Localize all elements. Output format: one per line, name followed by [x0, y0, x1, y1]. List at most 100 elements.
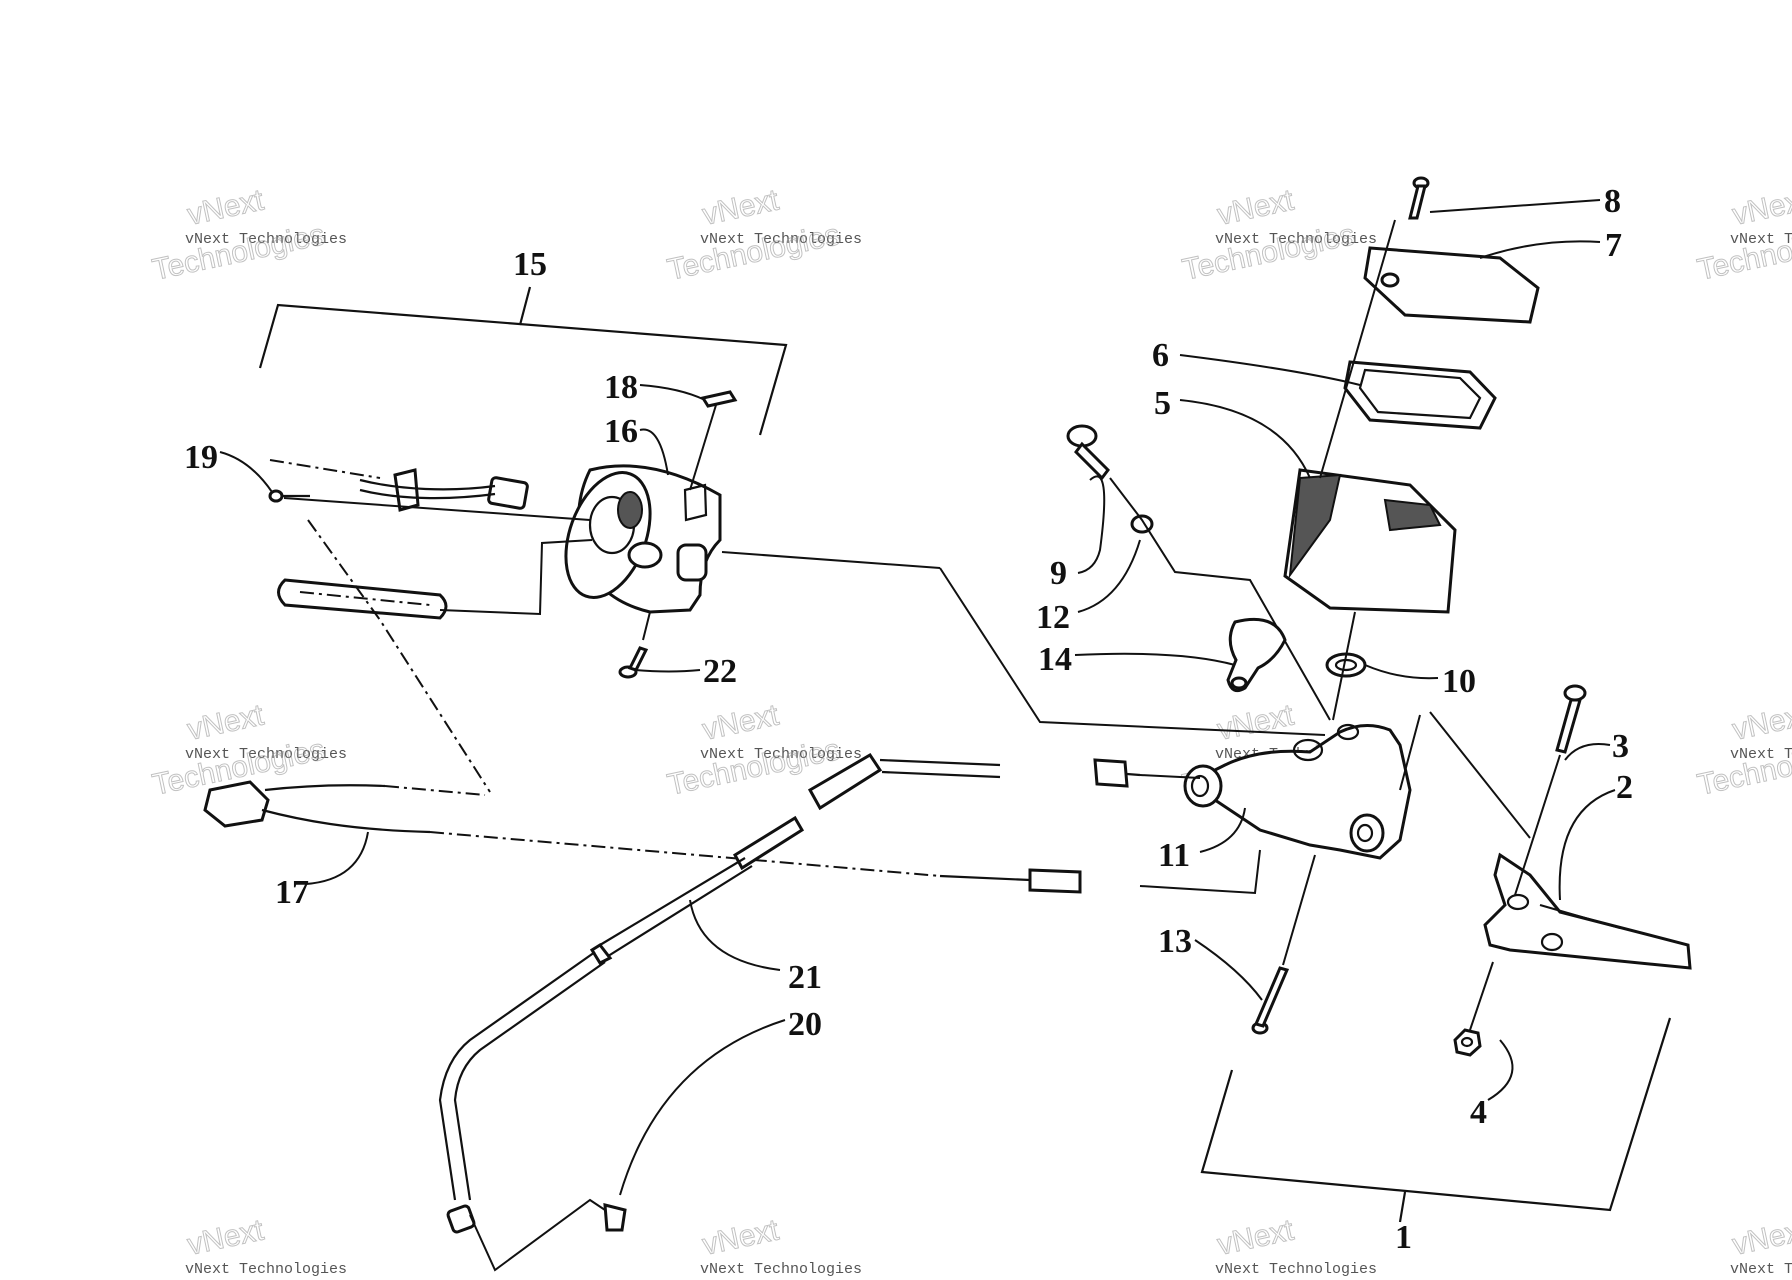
watermark-text: vNext Technologies	[185, 1261, 347, 1278]
leader-line	[689, 404, 717, 491]
screw-13	[1251, 966, 1290, 1035]
fluid-reservoir	[1283, 468, 1457, 614]
watermark-text: vNext Technologies	[700, 231, 862, 248]
watermark-text: vNext Technologies	[1730, 746, 1792, 763]
assembly-line	[1282, 854, 1316, 966]
watermark: vNext vNext Technologies Technologies	[149, 183, 347, 287]
watermark-text: vNext Technologies	[1730, 1261, 1792, 1278]
watermark-text: vNext Technologies	[700, 746, 862, 763]
watermark-text: vNext	[185, 183, 268, 231]
callout-18: 18	[604, 369, 638, 406]
assembly-line	[1469, 961, 1494, 1031]
watermark-text: vNext	[1730, 183, 1792, 231]
assembly-line	[939, 567, 1326, 736]
callout-19: 19	[184, 439, 218, 476]
brake-lever	[1483, 852, 1692, 970]
bracket-group-15	[258, 303, 788, 436]
callout-labels: 1 2 3 4 5 6 7 8 9 10 11 12 13 14 15 16 1…	[184, 183, 1633, 1256]
watermark: vNext vNext Technologies Technologies	[1694, 183, 1792, 287]
watermark-layer: vNext vNext Technologies Technologies vN…	[149, 183, 1792, 1278]
watermark-text: vNext Technologies	[1215, 1261, 1377, 1278]
watermark-text: vNext Technologies	[1215, 231, 1377, 248]
wire-harness-connector	[203, 780, 486, 834]
centerline	[429, 831, 941, 877]
fitting-20	[603, 1203, 627, 1232]
callout-13: 13	[1158, 923, 1192, 960]
handlebar-clamp	[1226, 617, 1287, 693]
callout-9: 9	[1050, 555, 1067, 592]
watermark-text: vNext	[700, 698, 783, 746]
watermark-text: vNext	[185, 698, 268, 746]
callout-5: 5	[1154, 385, 1171, 422]
callout-3: 3	[1612, 728, 1629, 765]
callout-21: 21	[788, 959, 822, 996]
watermark: vNext vNext Technologies Technologies	[1694, 698, 1792, 802]
watermark-text: vNext Technologies	[700, 1261, 862, 1278]
switch-19	[268, 468, 529, 512]
watermark: vNext vNext Technologies	[184, 1213, 347, 1278]
callout-7: 7	[1605, 227, 1622, 264]
watermark-text: vNext	[1215, 183, 1298, 231]
callout-leaders	[219, 199, 1616, 1196]
assembly-line	[1139, 774, 1201, 779]
grip-tube	[277, 578, 448, 620]
assembly-line	[283, 497, 591, 521]
bracket-leader-15	[518, 286, 532, 326]
callout-1: 1	[1395, 1219, 1412, 1256]
watermark: vNext vNext Technologies Technologies	[664, 183, 862, 287]
pivot-bolt	[1555, 684, 1587, 754]
callout-10: 10	[1442, 663, 1476, 700]
watermark-text: Technologies	[665, 218, 843, 287]
assembly-line	[1399, 714, 1421, 791]
watermark-text: vNext Technologies	[1730, 231, 1792, 248]
assembly-line	[1514, 754, 1561, 896]
reservoir-cover	[1363, 246, 1540, 324]
leader-line	[642, 611, 651, 641]
callout-2: 2	[1616, 769, 1633, 806]
watermark-text: Technologies	[150, 218, 328, 287]
assembly-line	[721, 551, 941, 569]
watermark-text: vNext	[700, 183, 783, 231]
watermark-text: vNext	[1215, 1213, 1298, 1261]
lock-nut	[1453, 1028, 1482, 1057]
callout-4: 4	[1470, 1094, 1487, 1131]
screw-8	[1408, 176, 1430, 220]
watermark: vNext vNext Technologies	[1729, 1213, 1792, 1278]
callout-8: 8	[1604, 183, 1621, 220]
watermark-text: vNext Technologies	[185, 231, 347, 248]
watermark-text: vNext	[1730, 1213, 1792, 1261]
watermark-text: vNext	[1215, 698, 1298, 746]
assembly-line	[1429, 711, 1531, 839]
callout-20: 20	[788, 1006, 822, 1043]
watermark: vNext vNext Technologies	[1214, 1213, 1377, 1278]
watermark-text: vNext	[1730, 698, 1792, 746]
callout-22: 22	[703, 653, 737, 690]
screw-22	[618, 646, 649, 679]
centerline	[269, 459, 381, 479]
reservoir-gasket	[1343, 360, 1497, 430]
callout-16: 16	[604, 413, 638, 450]
callout-6: 6	[1152, 337, 1169, 374]
watermark-text: vNext	[700, 1213, 783, 1261]
callout-14: 14	[1038, 641, 1072, 678]
assembly-line	[1139, 849, 1261, 895]
watermark-text: Technologies	[1180, 218, 1358, 287]
callout-12: 12	[1036, 599, 1070, 636]
assembly-line	[1332, 611, 1356, 721]
bolt-9	[1066, 424, 1110, 481]
watermark-text: vNext	[185, 1213, 268, 1261]
callout-15: 15	[513, 246, 547, 283]
assembly-line	[469, 1198, 606, 1272]
watermark-text: vNext Technologies	[185, 746, 347, 763]
watermark: vNext vNext Technologies	[699, 1213, 862, 1278]
switch-housing	[564, 464, 722, 614]
callout-17: 17	[275, 874, 309, 911]
master-cylinder	[1183, 723, 1412, 860]
assembly-line	[1319, 219, 1396, 479]
label-plate	[700, 390, 738, 408]
bracket-group-1	[1200, 1017, 1672, 1212]
watermark: vNext vNext Technologies Technologies	[1179, 183, 1377, 287]
bracket-leader-1	[1398, 1191, 1407, 1223]
throttle-cable	[438, 752, 1141, 1234]
